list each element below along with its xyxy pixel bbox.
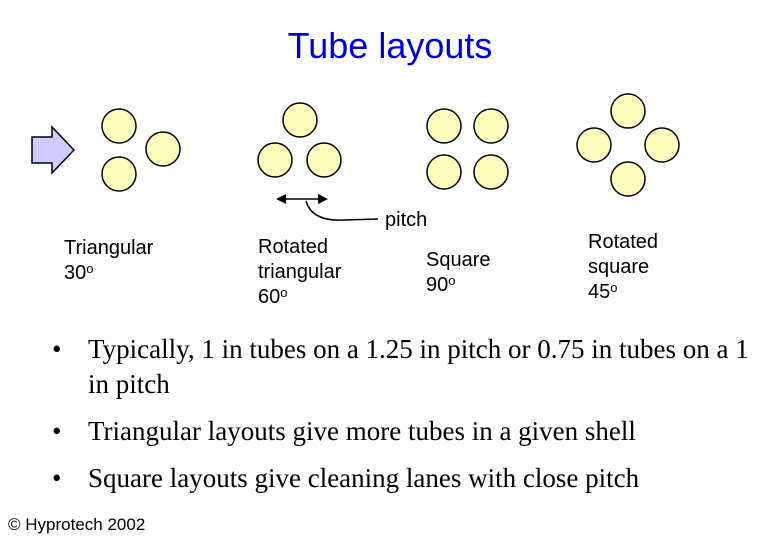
pitch-label: pitch <box>385 209 428 231</box>
layout-label-square: Square 90o <box>426 249 491 296</box>
layout-label-rotated-triangular: Rotated triangular 60o <box>258 236 342 308</box>
tube-circle <box>576 127 612 163</box>
tube-circle <box>644 127 680 163</box>
bullet-item: • Typically, 1 in tubes on a 1.25 in pit… <box>52 332 772 402</box>
bullet-text: Square layouts give cleaning lanes with … <box>88 463 640 493</box>
bullet-marker: • <box>52 463 62 493</box>
tube-circle <box>473 108 509 144</box>
tube-circle <box>145 131 181 167</box>
tube-layout-diagram <box>31 93 680 221</box>
tube-circle <box>101 108 137 144</box>
tube-circle <box>610 161 646 197</box>
bullet-text: Typically, 1 in tubes on a 1.25 in pitch… <box>88 334 749 399</box>
tube-circle <box>426 154 462 190</box>
tube-circle <box>610 93 646 129</box>
tube-circle <box>257 142 293 178</box>
tube-circle <box>306 142 342 178</box>
flow-direction-arrow-icon <box>31 125 76 175</box>
pitch-leader-line <box>305 200 379 221</box>
pitch-dimension-arrow <box>276 194 328 204</box>
bullet-marker: • <box>52 416 62 446</box>
tube-circle <box>426 108 462 144</box>
bullet-list: • Typically, 1 in tubes on a 1.25 in pit… <box>52 332 772 508</box>
slide-title: Tube layouts <box>287 25 493 66</box>
tube-circle <box>473 154 509 190</box>
bullet-marker: • <box>52 334 62 364</box>
layout-label-triangular: Triangular 30o <box>64 237 154 284</box>
tube-circle <box>101 156 137 192</box>
layout-label-rotated-square: Rotated square 45o <box>588 231 659 303</box>
bullet-item: • Square layouts give cleaning lanes wit… <box>52 461 772 496</box>
copyright-footer: © Hyprotech 2002 <box>8 515 146 534</box>
tube-circle <box>282 102 318 138</box>
bullet-text: Triangular layouts give more tubes in a … <box>88 416 636 446</box>
bullet-item: • Triangular layouts give more tubes in … <box>52 414 772 449</box>
